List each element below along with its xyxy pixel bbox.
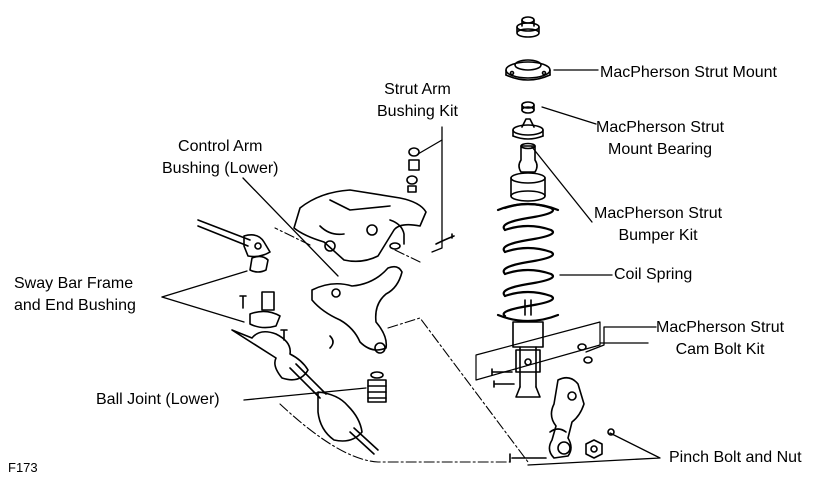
label-line: MacPherson Strut xyxy=(656,319,785,336)
label-line: Bushing (Lower) xyxy=(162,160,279,177)
label-coil-spring: Coil Spring xyxy=(614,266,693,283)
label-strut-mount-bearing: MacPherson Strut Mount Bearing xyxy=(596,117,724,161)
strut-mount-icon xyxy=(505,16,551,202)
leader-line xyxy=(161,69,661,466)
bolt-icon xyxy=(406,147,420,193)
label-strut-bumper-kit: MacPherson Strut Bumper Kit xyxy=(594,203,722,247)
coil-spring-icon xyxy=(496,202,560,323)
figure-code: F173 xyxy=(8,460,38,475)
label-control-arm-bushing: Control Arm Bushing (Lower) xyxy=(162,136,279,180)
nut-icon xyxy=(585,428,615,459)
strut-body-icon xyxy=(512,299,544,398)
label-line: Control Arm xyxy=(178,138,263,155)
bolt-icon xyxy=(491,343,593,388)
steering-knuckle-icon xyxy=(548,376,585,459)
control-arm-icon xyxy=(311,265,403,354)
label-line: MacPherson Strut xyxy=(596,119,725,136)
bolt-icon xyxy=(509,453,547,463)
label-sway-bar: Sway Bar Frame and End Bushing xyxy=(14,273,136,317)
phantom-line xyxy=(274,227,529,463)
ball-joint-icon xyxy=(367,371,387,403)
label-line: Cam Bolt Kit xyxy=(675,341,765,358)
label-strut-mount: MacPherson Strut Mount xyxy=(600,64,777,81)
label-line: MacPherson Strut xyxy=(594,205,723,222)
label-line: and End Bushing xyxy=(14,297,136,314)
drive-axle-icon xyxy=(231,329,379,455)
label-line: Sway Bar Frame xyxy=(14,275,134,292)
label-line: Bushing Kit xyxy=(377,103,458,120)
strut-arm-frame-icon xyxy=(293,189,455,263)
cam-bolt-panel xyxy=(475,321,601,381)
sway-bar-icon xyxy=(197,219,288,341)
label-line: Mount Bearing xyxy=(608,141,713,158)
label-line: Bumper Kit xyxy=(618,227,698,244)
label-pinch-bolt-nut: Pinch Bolt and Nut xyxy=(669,449,802,466)
label-ball-joint: Ball Joint (Lower) xyxy=(96,391,220,408)
label-strut-arm-bushing-kit: Strut Arm Bushing Kit xyxy=(377,79,458,123)
label-line: Strut Arm xyxy=(384,81,451,98)
label-cam-bolt-kit: MacPherson Strut Cam Bolt Kit xyxy=(656,317,784,361)
